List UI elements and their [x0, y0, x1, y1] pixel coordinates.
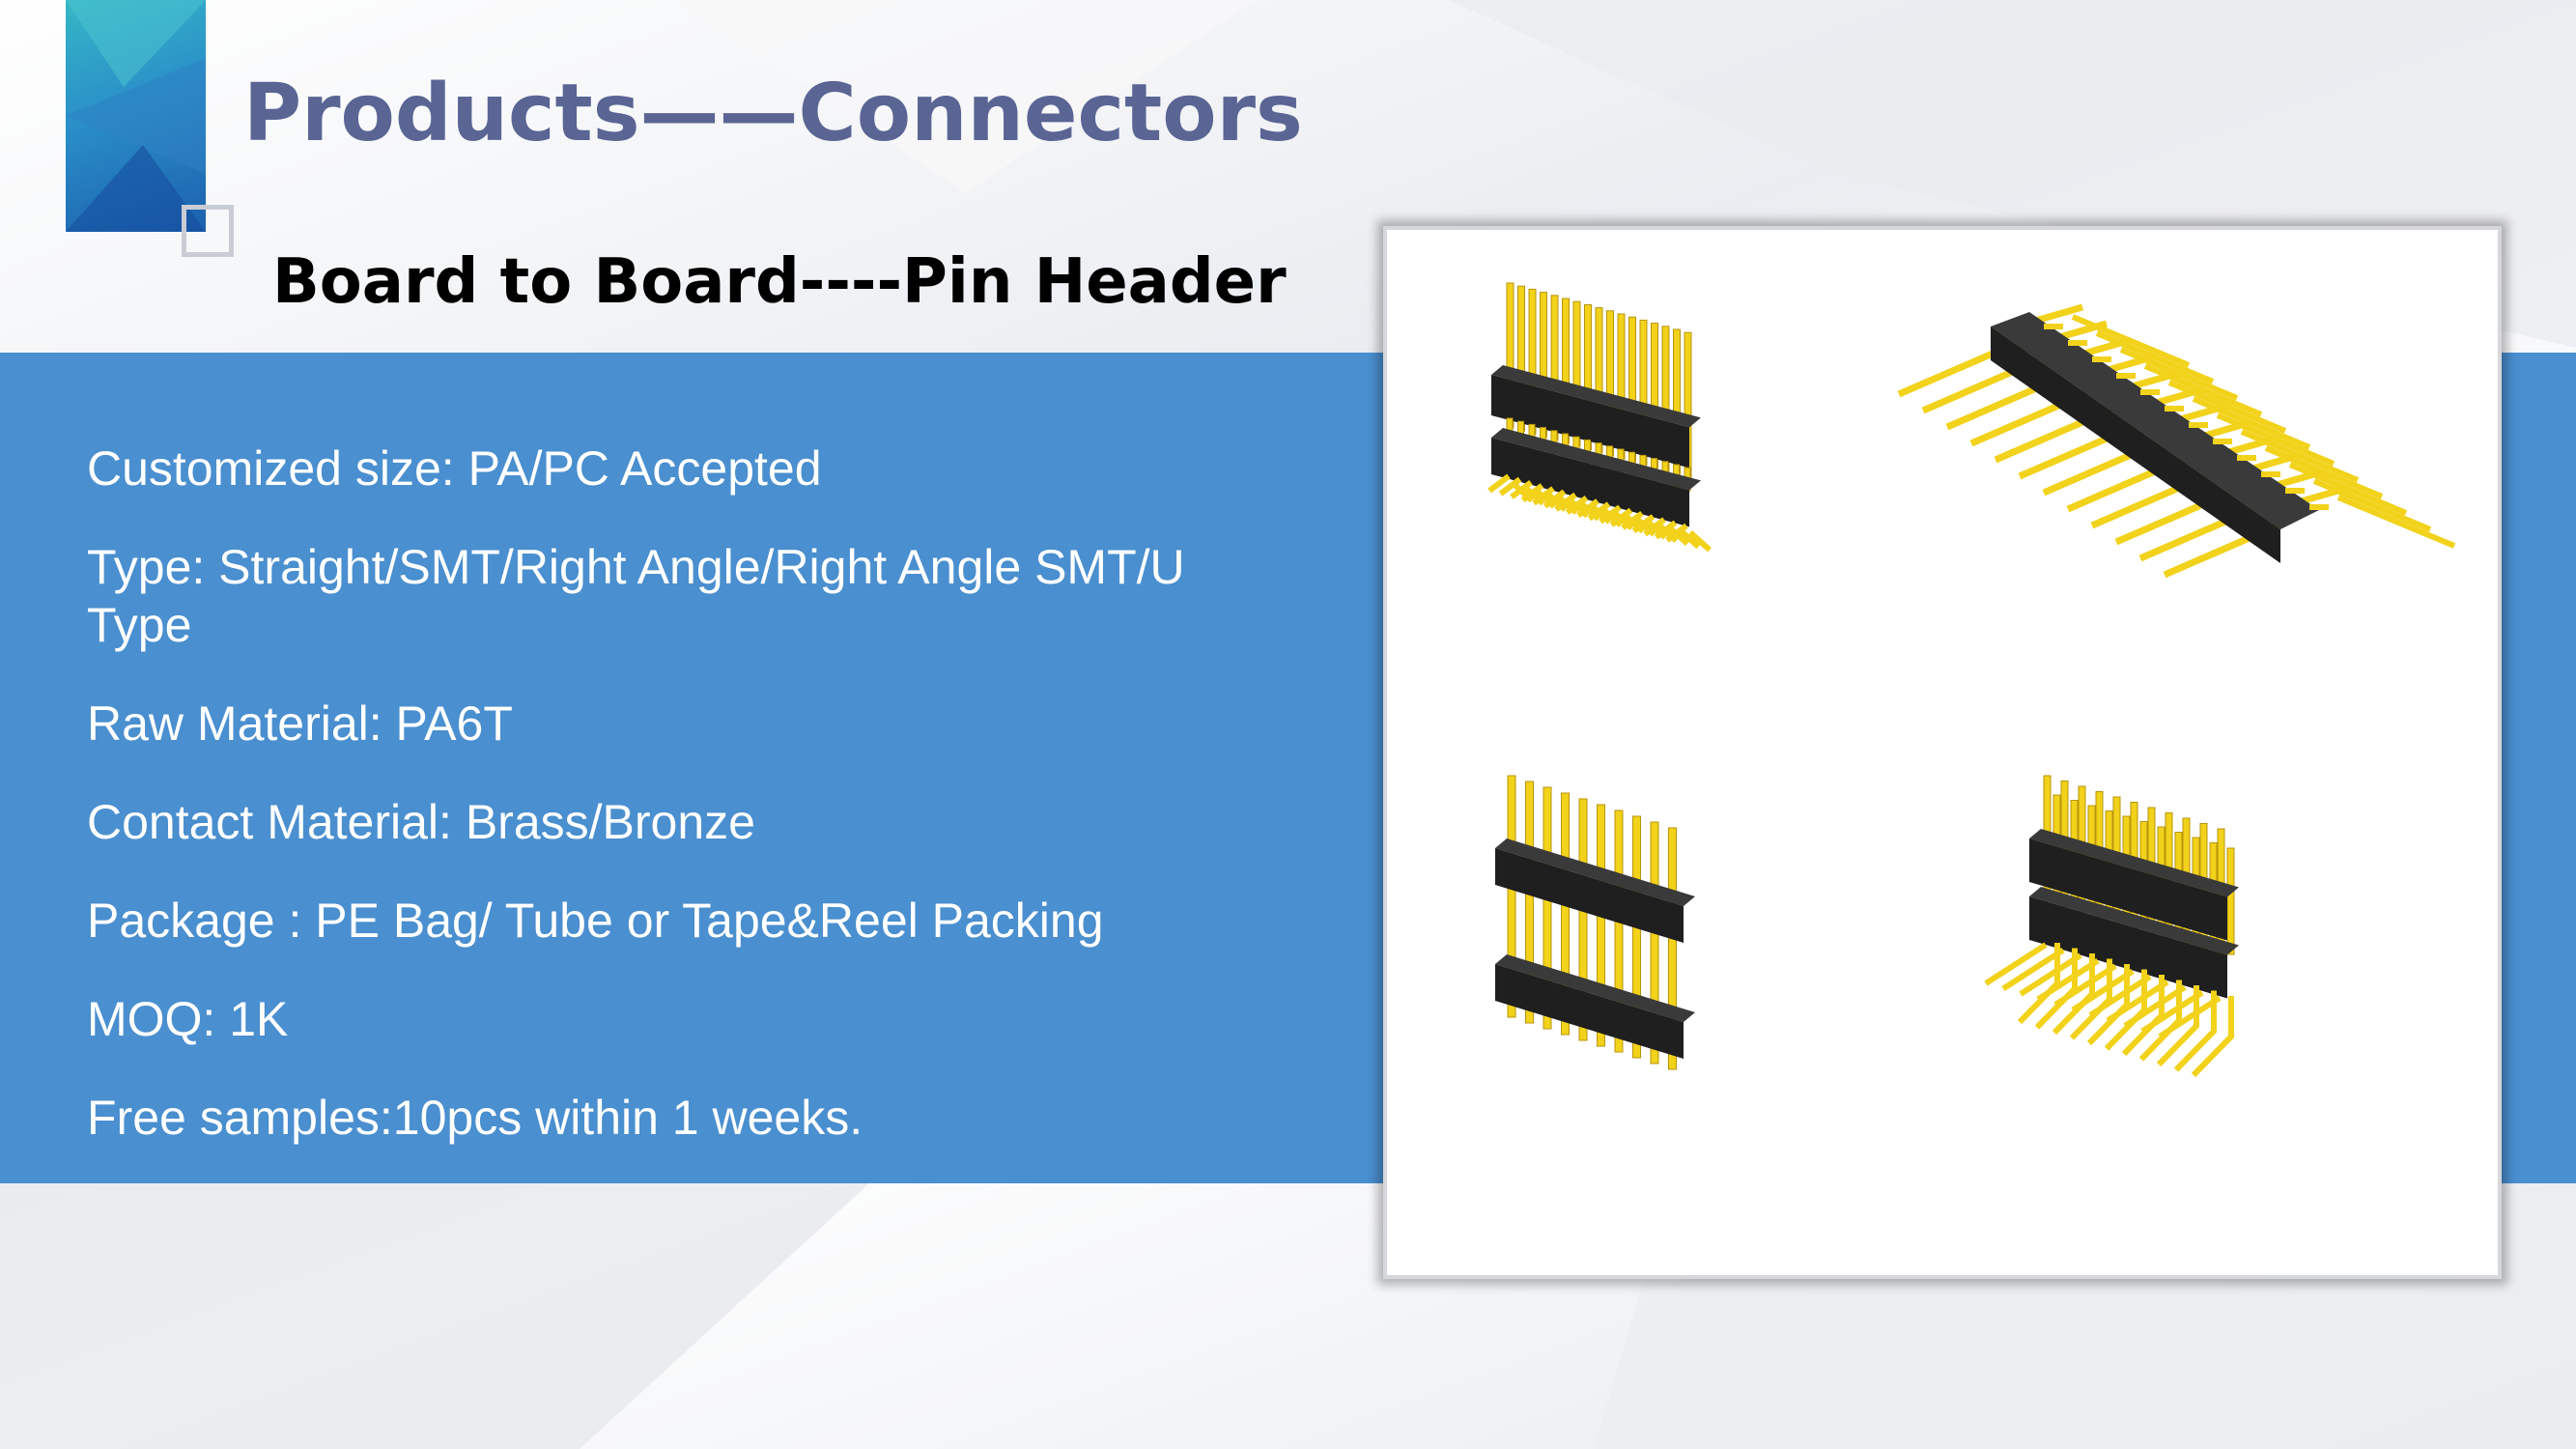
- section-subtitle: Board to Board----Pin Header: [272, 246, 1287, 318]
- spec-item-contact-material: Contact Material: Brass/Bronze: [87, 795, 755, 849]
- spec-item-package: Package : PE Bag/ Tube or Tape&Reel Pack…: [87, 894, 1104, 948]
- right-angle-single-row-pin-header-icon: [1897, 303, 2456, 579]
- decorative-accent-block: [66, 0, 206, 232]
- spec-item-type: Type: Straight/SMT/Right Angle/Right Ang…: [87, 540, 1185, 652]
- spec-item-raw-material: Raw Material: PA6T: [87, 696, 513, 751]
- spec-list: Customized size: PA/PC Accepted Type: St…: [87, 440, 1294, 1187]
- page-title: Products——Connectors: [243, 68, 1303, 159]
- spec-item-customized-size: Customized size: PA/PC Accepted: [87, 441, 822, 496]
- product-image-frame: [1383, 226, 2502, 1279]
- spec-item-free-samples: Free samples:10pcs within 1 weeks.: [87, 1091, 863, 1145]
- decorative-square-outline: [182, 205, 234, 257]
- product-images: [1487, 282, 2456, 1078]
- double-row-stacked-smt-pin-header-icon: [1487, 282, 1713, 553]
- right-angle-double-row-pin-header-icon: [1984, 775, 2239, 1078]
- spec-item-moq: MOQ: 1K: [87, 992, 289, 1046]
- straight-double-housing-pin-header-icon: [1495, 775, 1695, 1070]
